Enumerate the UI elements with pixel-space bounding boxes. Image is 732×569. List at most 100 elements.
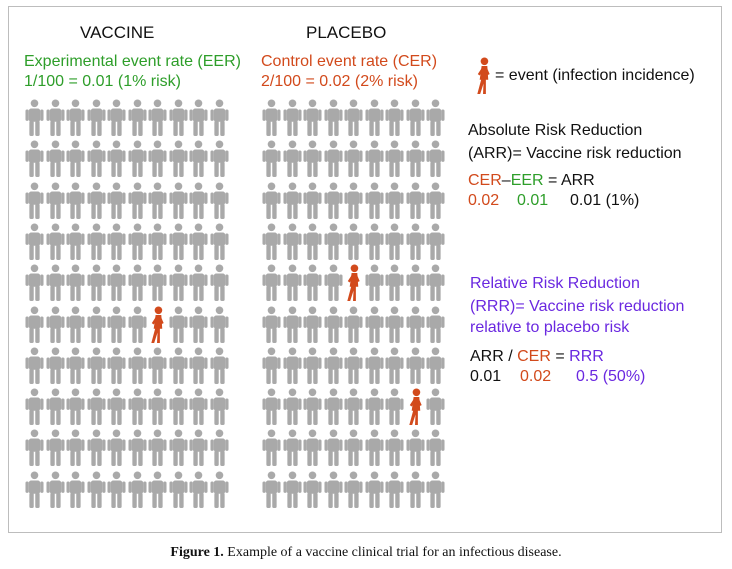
placebo-person-icon [425, 347, 446, 385]
vaccine-person-icon [147, 182, 168, 220]
placebo-person-icon [343, 223, 364, 261]
vaccine-person-icon [127, 99, 148, 137]
vaccine-person-icon [209, 182, 230, 220]
placebo-person-icon [323, 99, 344, 137]
placebo-person-icon [384, 264, 405, 302]
vaccine-person-icon [168, 306, 189, 344]
placebo-person-icon [364, 388, 385, 426]
vaccine-person-icon [45, 99, 66, 137]
arr-formula-cer: CER [468, 172, 502, 189]
rrr-title: Relative Risk Reduction [470, 275, 640, 292]
placebo-person-icon [302, 471, 323, 509]
vaccine-person-icon [24, 306, 45, 344]
vaccine-person-icon [209, 140, 230, 178]
vaccine-person-icon [65, 140, 86, 178]
eer-label: Experimental event rate (EER) [24, 53, 241, 70]
placebo-person-icon [343, 429, 364, 467]
placebo-person-icon [323, 388, 344, 426]
vaccine-person-icon [168, 264, 189, 302]
placebo-person-icon [343, 388, 364, 426]
placebo-person-icon [282, 182, 303, 220]
placebo-person-icon [282, 429, 303, 467]
placebo-person-icon [282, 140, 303, 178]
placebo-person-icon [384, 388, 405, 426]
vaccine-person-icon [209, 471, 230, 509]
vaccine-person-icon [45, 306, 66, 344]
placebo-person-icon [302, 223, 323, 261]
placebo-person-icon [261, 306, 282, 344]
placebo-person-icon [425, 223, 446, 261]
placebo-person-icon [282, 388, 303, 426]
placebo-person-icon [364, 182, 385, 220]
placebo-person-icon [302, 347, 323, 385]
placebo-person-icon [302, 264, 323, 302]
placebo-person-icon [384, 182, 405, 220]
rrr-formula: ARR / CER = RRR [470, 348, 604, 366]
placebo-person-icon [364, 429, 385, 467]
placebo-person-icon [384, 347, 405, 385]
arr-formula: CER–EER = ARR [468, 172, 595, 190]
legend-text: = event (infection incidence) [495, 67, 695, 84]
placebo-person-icon [302, 99, 323, 137]
vaccine-person-icon [147, 140, 168, 178]
placebo-event-person-icon [343, 264, 364, 302]
vaccine-person-icon [24, 223, 45, 261]
rrr-value-arr: 0.01 [470, 368, 502, 385]
vaccine-person-icon [168, 182, 189, 220]
placebo-person-icon [405, 223, 426, 261]
vaccine-person-icon [188, 182, 209, 220]
vaccine-person-icon [45, 182, 66, 220]
arr-title: Absolute Risk Reduction [468, 122, 643, 139]
vaccine-person-icon [65, 223, 86, 261]
vaccine-person-icon [127, 429, 148, 467]
placebo-person-icon [384, 223, 405, 261]
placebo-person-icon [405, 429, 426, 467]
vaccine-person-icon [168, 429, 189, 467]
placebo-person-icon [323, 140, 344, 178]
vaccine-person-icon [86, 99, 107, 137]
placebo-person-icon [364, 347, 385, 385]
vaccine-person-icon [45, 429, 66, 467]
placebo-person-icon [384, 99, 405, 137]
vaccine-person-icon [147, 264, 168, 302]
placebo-person-icon [343, 99, 364, 137]
vaccine-person-icon [168, 471, 189, 509]
vaccine-person-icon [86, 182, 107, 220]
placebo-person-icon [343, 347, 364, 385]
vaccine-person-icon [209, 306, 230, 344]
rrr-value-result: 0.5 (50%) [576, 368, 646, 385]
rrr-formula-cer: CER [517, 348, 551, 365]
placebo-person-icon [323, 182, 344, 220]
vaccine-person-icon [188, 306, 209, 344]
placebo-person-icon [405, 306, 426, 344]
caption-text: Example of a vaccine clinical trial for … [227, 545, 562, 560]
vaccine-person-icon [65, 99, 86, 137]
vaccine-person-icon [209, 429, 230, 467]
vaccine-person-icon [188, 99, 209, 137]
placebo-person-icon [364, 264, 385, 302]
vaccine-person-icon [209, 347, 230, 385]
vaccine-person-icon [127, 388, 148, 426]
vaccine-person-icon [86, 347, 107, 385]
placebo-person-icon [425, 99, 446, 137]
placebo-person-icon [405, 99, 426, 137]
vaccine-person-icon [127, 471, 148, 509]
event-person-icon [477, 57, 490, 95]
vaccine-person-icon [106, 347, 127, 385]
vaccine-person-icon [65, 388, 86, 426]
rrr-formula-result: RRR [569, 348, 604, 365]
vaccine-person-icon [65, 306, 86, 344]
placebo-person-icon [282, 471, 303, 509]
placebo-person-icon [323, 429, 344, 467]
vaccine-person-icon [24, 429, 45, 467]
vaccine-person-icon [209, 388, 230, 426]
caption-label: Figure 1. [170, 545, 224, 560]
placebo-person-icon [364, 306, 385, 344]
vaccine-person-icon [86, 388, 107, 426]
figure-caption: Figure 1. Example of a vaccine clinical … [0, 545, 732, 561]
placebo-person-icon [261, 264, 282, 302]
vaccine-person-icon [106, 388, 127, 426]
placebo-person-icon [261, 429, 282, 467]
rrr-value-cer: 0.02 [520, 368, 552, 385]
placebo-person-icon [364, 140, 385, 178]
